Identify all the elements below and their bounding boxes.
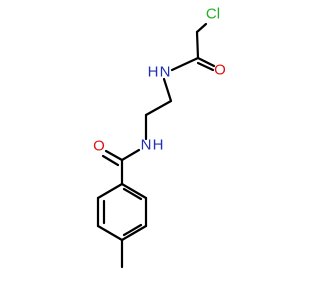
amide-n-upper-label: N xyxy=(160,64,171,81)
ring-bond-3 xyxy=(96,224,124,242)
bond-carbonyl-lower-o-b xyxy=(101,154,120,167)
bond-carbonyl-upper-o-b xyxy=(196,61,215,72)
carbonyl-o-upper-label: O xyxy=(214,62,226,79)
chlorine-label: Cl xyxy=(206,6,220,23)
amide-h-lower-label: H xyxy=(153,137,164,154)
bond-n-lower-carbonyl xyxy=(120,148,141,162)
ring-inner-bond-bottom xyxy=(122,223,143,237)
bond-carbonyl-upper-o-a xyxy=(196,56,216,68)
chemical-structure-diagram: Cl N H O N H O xyxy=(93,6,226,269)
bond-ethylene-1 xyxy=(144,99,173,117)
ring-bond-1 xyxy=(96,182,124,200)
ring-inner-bond-top xyxy=(122,187,143,201)
amide-h-upper-label: H xyxy=(148,64,159,81)
carbonyl-o-lower-label: O xyxy=(93,138,105,155)
amide-n-lower-label: N xyxy=(141,137,152,154)
bond-ch2-carbonyl-upper xyxy=(195,30,200,60)
bonds xyxy=(96,22,216,269)
bond-cl-ch2 xyxy=(195,22,208,34)
bond-n-upper-ch2 xyxy=(162,77,173,103)
ring-bond-4 xyxy=(120,224,148,242)
bond-carbonyl-lower-o-a xyxy=(104,149,124,162)
atom-labels: Cl N H O N H O xyxy=(93,6,226,155)
ring-bond-6 xyxy=(120,182,148,200)
bond-carbonyl-upper-n xyxy=(170,56,200,72)
